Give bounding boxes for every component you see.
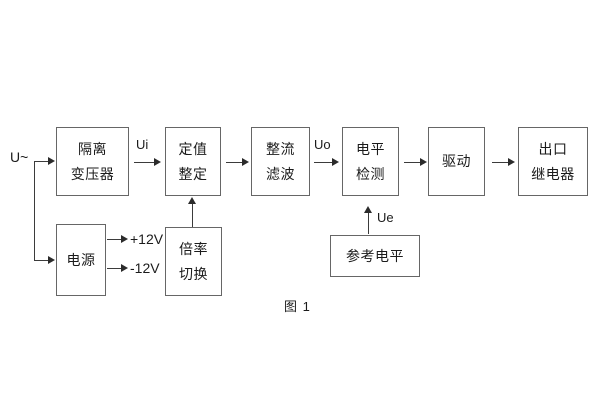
- rail-negative-arrow-icon: [121, 264, 128, 272]
- block-output-relay-line-1: 出口: [538, 141, 568, 158]
- block-multiplier-switch[interactable]: 倍率 切换: [165, 227, 222, 296]
- input-branch-top-line: [34, 161, 49, 162]
- drive-to-output-arrow-icon: [508, 158, 515, 166]
- figure-caption: 图 1: [284, 299, 311, 314]
- drive-to-output-line: [492, 162, 510, 163]
- block-output-relay-line-2: 继电器: [531, 165, 575, 182]
- setting-to-rectify-line: [226, 162, 244, 163]
- multiplier-to-setting-line: [192, 203, 193, 227]
- input-source-label: U~: [10, 149, 29, 165]
- block-isolation-transformer-line-2: 变压器: [70, 165, 115, 182]
- block-multiplier-switch-line-2: 切换: [179, 265, 208, 282]
- block-reference-level-line-1: 参考电平: [346, 247, 404, 264]
- ue-arrow-icon: [364, 206, 372, 213]
- input-branch-bottom-arrow-icon: [48, 256, 55, 264]
- block-level-detection[interactable]: 电平 检测: [342, 127, 399, 196]
- uo-arrow-icon: [332, 158, 339, 166]
- rail-positive-arrow-icon: [121, 235, 128, 243]
- ue-connector-line: [368, 212, 369, 234]
- input-branch-top-arrow-icon: [48, 157, 55, 165]
- block-isolation-transformer[interactable]: 隔离 变压器: [56, 127, 129, 196]
- level-to-drive-line: [404, 162, 422, 163]
- block-rectify-filter[interactable]: 整流 滤波: [251, 127, 310, 196]
- block-setting-value[interactable]: 定值 整定: [165, 127, 221, 196]
- input-bus-vertical-line: [34, 161, 35, 260]
- block-drive[interactable]: 驱动: [428, 127, 485, 196]
- uo-connector-line: [314, 162, 334, 163]
- block-output-relay[interactable]: 出口 继电器: [518, 127, 588, 196]
- block-rectify-filter-line-1: 整流: [266, 141, 295, 158]
- multiplier-to-setting-arrow-icon: [188, 197, 196, 204]
- ui-arrow-icon: [154, 158, 161, 166]
- block-setting-value-line-1: 定值: [178, 141, 208, 158]
- signal-ue-label: Ue: [377, 210, 394, 225]
- block-level-detection-line-2: 检测: [356, 165, 385, 182]
- input-branch-bottom-line: [34, 260, 49, 261]
- rail-negative-line: [107, 268, 123, 269]
- block-rectify-filter-line-2: 滤波: [266, 165, 295, 182]
- block-level-detection-line-1: 电平: [356, 141, 385, 158]
- block-setting-value-line-2: 整定: [178, 165, 208, 182]
- block-reference-level[interactable]: 参考电平: [330, 235, 420, 277]
- block-isolation-transformer-line-1: 隔离: [78, 141, 107, 158]
- signal-uo-label: Uo: [314, 137, 331, 152]
- rail-negative-label: -12V: [130, 260, 160, 276]
- block-power-supply[interactable]: 电源: [56, 224, 106, 296]
- block-multiplier-switch-line-1: 倍率: [179, 241, 208, 258]
- block-power-supply-line-1: 电源: [66, 251, 96, 268]
- block-drive-line-1: 驱动: [442, 153, 471, 170]
- rail-positive-line: [107, 239, 123, 240]
- signal-ui-label: Ui: [136, 137, 149, 152]
- level-to-drive-arrow-icon: [420, 158, 427, 166]
- ui-connector-line: [134, 162, 156, 163]
- rail-positive-label: +12V: [130, 231, 164, 247]
- setting-to-rectify-arrow-icon: [242, 158, 249, 166]
